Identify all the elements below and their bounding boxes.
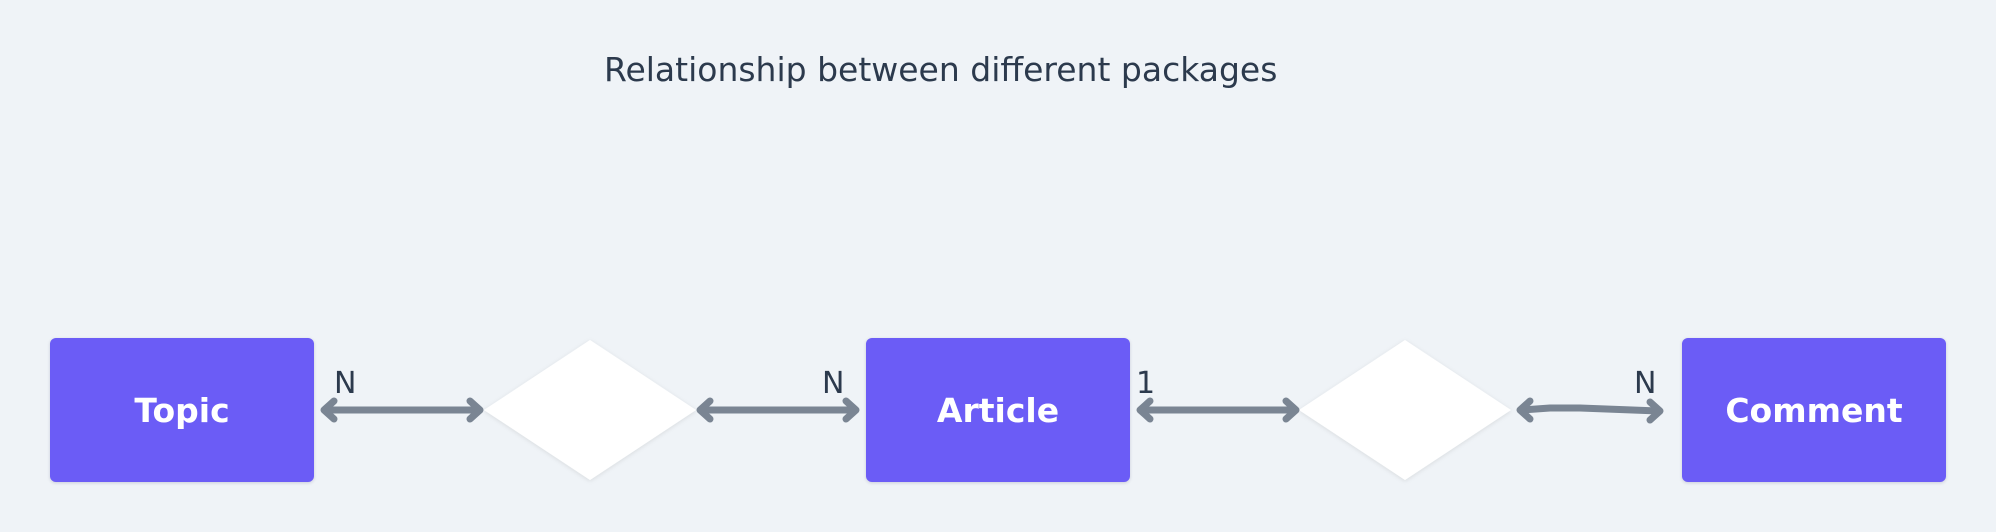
entity-comment-label: Comment: [1725, 390, 1903, 430]
edge-relationship-comment: [1516, 397, 1664, 424]
entity-article-label: Article: [936, 390, 1060, 430]
relationship-diamond-topic-article: [484, 340, 696, 480]
cardinality-label: N: [334, 366, 357, 401]
relationship-diamond-article-comment: [1299, 340, 1511, 480]
cardinality-label: N: [1634, 366, 1657, 401]
edge-article-relationship: [1136, 397, 1300, 423]
edge-relationship-article: [696, 397, 860, 423]
entity-article[interactable]: Article: [866, 338, 1130, 482]
cardinality-label: 1: [1136, 366, 1156, 401]
entity-topic-label: Topic: [134, 390, 230, 430]
edge-topic-relationship: [320, 397, 484, 423]
cardinality-label: N: [822, 366, 845, 401]
entity-comment[interactable]: Comment: [1682, 338, 1946, 482]
entity-topic[interactable]: Topic: [50, 338, 314, 482]
diagram-title: Relationship between different packages: [604, 50, 1278, 89]
